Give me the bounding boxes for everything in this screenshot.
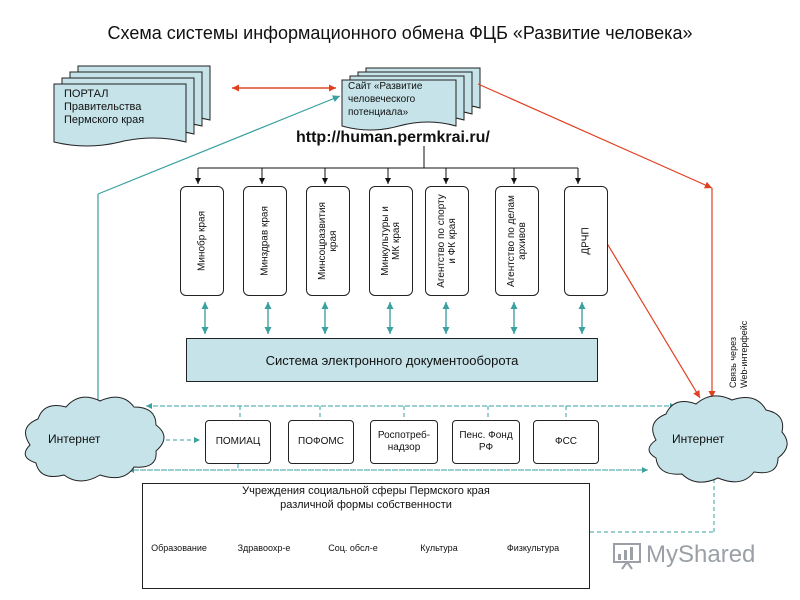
portal-label: ПОРТАЛ Правительства Пермского края [64, 88, 145, 126]
ministry-bus-arrows [195, 168, 581, 184]
site-label: Сайт «Развитие человеческого потенциала» [348, 81, 423, 118]
ministry-label: Минобр края [196, 211, 208, 271]
site-document-stack [341, 67, 481, 131]
ministry-box-sport: Агентство по спорту и ФК края [425, 186, 469, 296]
fund-box-pension-fund: Пенс. Фонд РФ [452, 420, 520, 464]
ministry-label: Минсоцразвития края [317, 202, 339, 280]
ministry-label: Агентство по делам архивов [506, 195, 528, 287]
ministry-box-health: Минздрав края [243, 186, 287, 296]
institution-label-social: Соц. обсл-е [328, 543, 378, 553]
watermark-text: MyShared [646, 541, 756, 568]
institution-label-education: Образование [151, 543, 207, 553]
fund-box-pomiac: ПОМИАЦ [205, 420, 271, 464]
ministry-sed-arrows [201, 302, 586, 334]
ministry-label: Агентство по спорту и ФК края [436, 194, 458, 288]
institutions-box: Учреждения социальной сферы Пермского кр… [142, 483, 590, 589]
institution-label-sport: Физкультура [506, 543, 560, 553]
internet-left-label: Интернет [48, 432, 101, 446]
site-url-link[interactable]: http://human.permkrai.ru/ [296, 129, 490, 146]
ministry-box-archives: Агентство по делам архивов [495, 186, 539, 296]
internet-cloud-right [648, 395, 788, 483]
fund-box-rospotrebnadzor: Роспотреб- надзор [370, 420, 438, 464]
ministry-box-education: Минобр края [180, 186, 224, 296]
internet-cloud-left [24, 396, 165, 482]
fund-box-pofoms: ПОФОМС [288, 420, 354, 464]
sed-system-box: Система электронного документооборота [186, 338, 598, 382]
web-interface-note: Связь через Web-интерфейс [728, 320, 749, 388]
internet-right-label: Интернет [672, 432, 725, 446]
portal-document-stack [53, 65, 211, 147]
watermark-logo: MyShared [612, 540, 755, 570]
diagram-title: Схема системы информационного обмена ФЦБ… [107, 23, 693, 43]
fund-box-fss: ФСС [533, 420, 599, 464]
ministry-box-social: Минсоцразвития края [306, 186, 350, 296]
ministry-label: Минздрав края [259, 206, 271, 276]
ministry-label: Минкультуры и МК края [380, 206, 402, 276]
ministry-box-culture: Минкультуры и МК края [369, 186, 413, 296]
institutions-title: Учреждения социальной сферы Пермского кр… [242, 485, 490, 511]
institution-label-culture: Культура [420, 543, 458, 553]
institution-label-health: Здравоохр-е [237, 543, 291, 553]
presentation-icon [613, 543, 641, 570]
ministry-box-drchp: ДРЧП [564, 186, 608, 296]
ministry-label: ДРЧП [580, 227, 592, 255]
